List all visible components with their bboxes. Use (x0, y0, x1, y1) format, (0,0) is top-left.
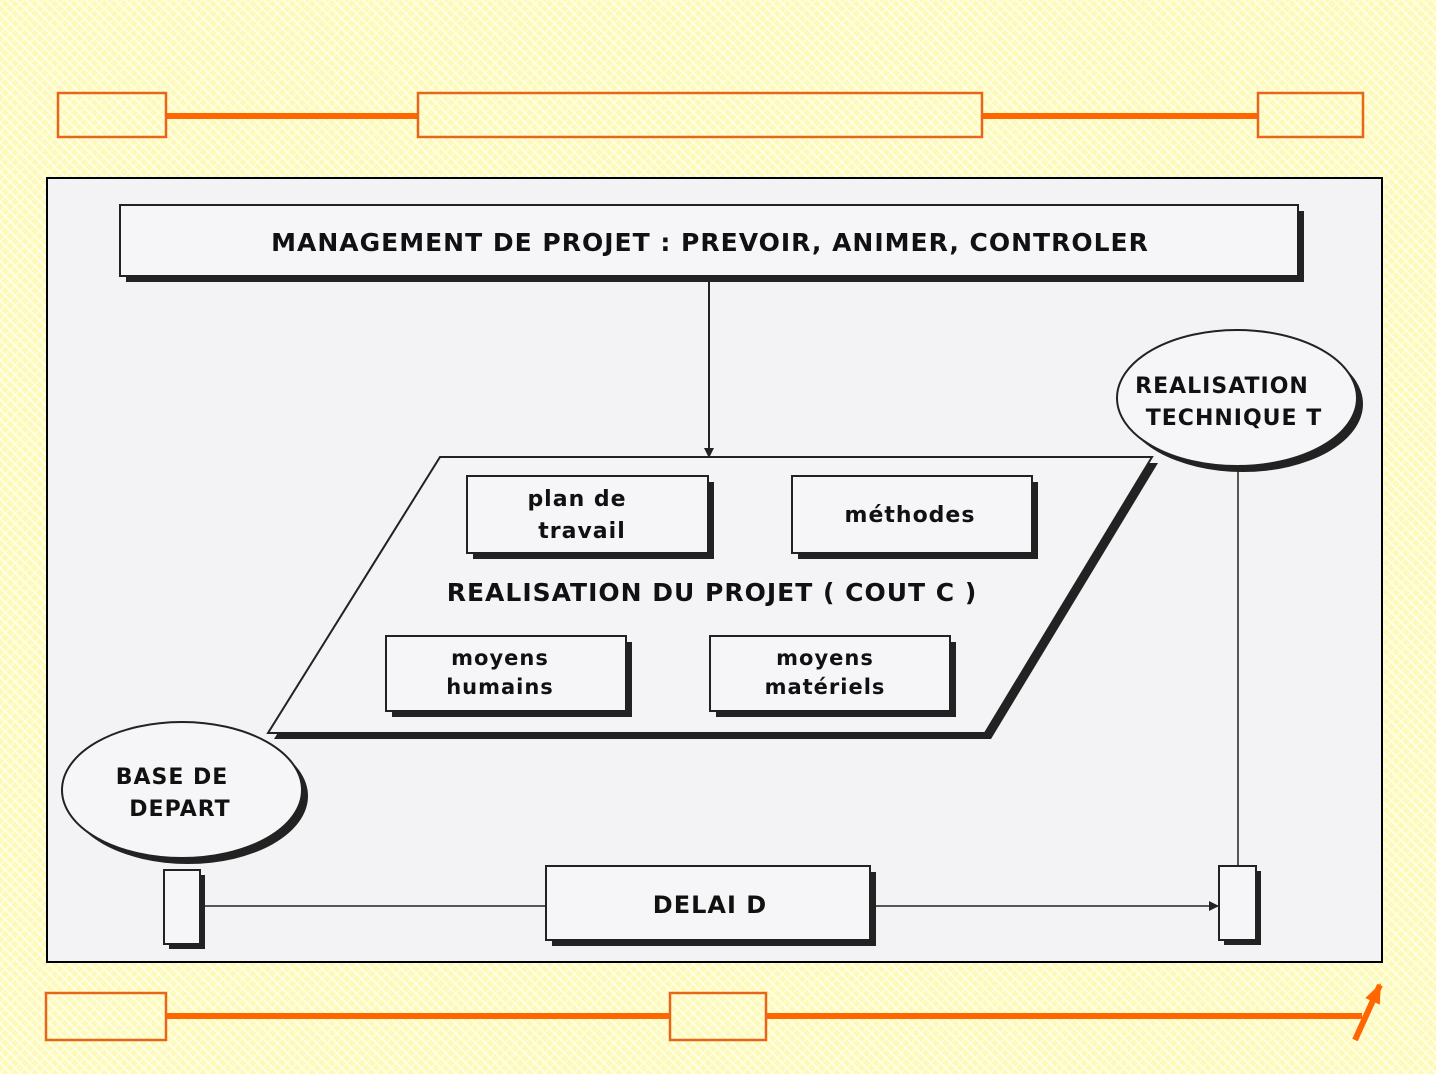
svg-text:DEPART: DEPART (129, 797, 230, 822)
box-moyens-materiels: moyens matériels (709, 635, 956, 717)
arrow-up-right-icon (1352, 983, 1383, 1042)
deco-box (416, 91, 984, 139)
deco-box (56, 91, 168, 139)
svg-text:REALISATION: REALISATION (1135, 374, 1309, 399)
box-delai: DELAI D (545, 865, 876, 946)
deco-box (668, 991, 768, 1042)
center-label: REALISATION DU PROJET ( COUT C ) (447, 578, 978, 607)
ellipse-base-de-depart: BASE DE DEPART (61, 721, 308, 864)
svg-text:moyens: moyens (776, 646, 874, 670)
svg-text:humains: humains (446, 675, 554, 699)
svg-text:matériels: matériels (765, 675, 886, 699)
svg-text:travail: travail (538, 519, 625, 544)
title-text: MANAGEMENT DE PROJET : PREVOIR, ANIMER, … (271, 228, 1149, 257)
deco-box (44, 991, 168, 1042)
svg-text:DELAI D: DELAI D (653, 891, 767, 919)
end-marker (1218, 865, 1261, 945)
top-decoration (56, 91, 1365, 139)
box-methodes: méthodes (791, 475, 1038, 559)
bottom-decoration (44, 983, 1383, 1042)
box-plan-de-travail: plan de travail (466, 475, 714, 559)
svg-text:BASE DE: BASE DE (116, 765, 229, 790)
start-marker (163, 869, 205, 949)
box-moyens-humains: moyens humains (385, 635, 632, 717)
svg-text:moyens: moyens (451, 646, 549, 670)
title-box: MANAGEMENT DE PROJET : PREVOIR, ANIMER, … (119, 204, 1304, 282)
svg-text:TECHNIQUE T: TECHNIQUE T (1146, 406, 1322, 431)
deco-box (1256, 91, 1365, 139)
ellipse-realisation-technique: REALISATION TECHNIQUE T (1116, 329, 1363, 472)
svg-text:plan de: plan de (527, 487, 626, 512)
svg-text:méthodes: méthodes (845, 503, 976, 528)
